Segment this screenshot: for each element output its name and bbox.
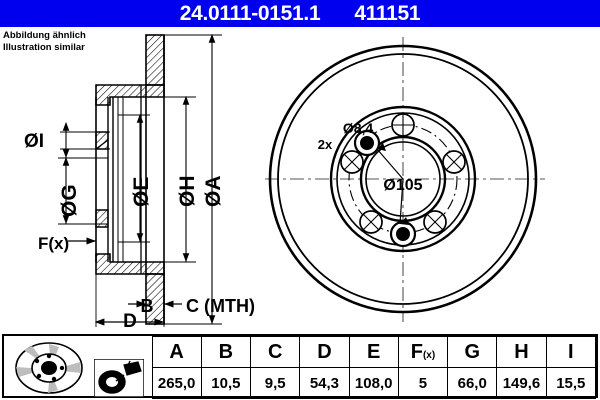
header-bar: 24.0111-0151.1 411151 [0, 0, 600, 27]
illustration-note: Abbildung ähnlich Illustration similar [3, 30, 86, 54]
dimension-G [58, 156, 108, 225]
fx-sub: (x) [422, 349, 436, 361]
bolt-hole [340, 150, 364, 174]
hat-outer-circle [329, 105, 477, 253]
dimension-I [60, 121, 110, 158]
table-value-row: 265,0 10,5 9,5 54,3 108,0 5 66,0 149,6 1… [4, 367, 597, 399]
table-header-I: I [545, 336, 597, 368]
hat-wall-upper [95, 84, 165, 106]
dimension-label-F: F(x) [38, 234, 69, 253]
hat-bore-profile [95, 97, 124, 262]
table-value-A: 265,0 [151, 367, 202, 399]
table-header-A: A [151, 336, 202, 368]
bolt-hole [423, 210, 447, 234]
bore-chamfer [95, 139, 109, 150]
table-header-row: A B C D E F(x) G H I [4, 336, 597, 399]
friction-ring-upper [145, 34, 165, 86]
dimension-label-I: ØI [24, 131, 44, 152]
dimension-label-A: ØA [202, 176, 225, 208]
disc-friction-outer [277, 53, 529, 305]
illustration-note-en: Illustration similar [3, 42, 85, 53]
bolt-holes [340, 113, 466, 234]
dimension-label-B: B [141, 296, 154, 316]
thread-count-label: 2x [318, 137, 333, 152]
table-header-Fx: F(x) [397, 336, 449, 368]
bolt-hole [442, 150, 466, 174]
table-value-B: 10,5 [200, 367, 252, 399]
table-header-H: H [496, 336, 547, 368]
thread-leaders [376, 143, 409, 225]
table-value-C: 9,5 [250, 367, 301, 399]
brake-disc-icon [15, 341, 83, 394]
dimension-label-E: ØE [130, 177, 153, 207]
table-value-H: 149,6 [496, 367, 547, 399]
table-header-G: G [447, 336, 498, 368]
table-value-I: 15,5 [545, 367, 597, 399]
product-icons-cell [4, 336, 153, 399]
table-header-D: D [299, 336, 350, 368]
threaded-hole [353, 129, 381, 157]
dimension-A [164, 33, 222, 325]
face-view: Ø8,4 2x Ø105 [265, 37, 545, 322]
hat-wall-lower [95, 253, 165, 275]
dimension-E [118, 113, 150, 243]
dimension-B [128, 274, 182, 312]
coated-disc-icon [94, 358, 144, 397]
bolt-hole [391, 113, 415, 137]
table-value-G: 66,0 [447, 367, 498, 399]
specification-table: A B C D E F(x) G H I 265,0 10,5 9,5 54,3… [2, 334, 598, 399]
face-centerlines [265, 37, 545, 322]
center-bore-label: Ø105 [383, 177, 422, 194]
table-value-D: 54,3 [299, 367, 350, 399]
reference-number: 411151 [354, 2, 421, 25]
dimension-label-G: ØG [58, 184, 81, 217]
dimension-D [94, 274, 165, 327]
technical-drawing: ØI ØG ØE [0, 27, 600, 332]
disc-outer-edge [268, 44, 538, 314]
fx-base: F [410, 340, 423, 363]
dimension-H [164, 95, 196, 263]
thread-diameter-label: Ø8,4 [343, 120, 374, 136]
table-value-Fx: 5 [397, 367, 449, 399]
table-header-B: B [200, 336, 252, 368]
dimension-label-D: D [123, 311, 137, 332]
dimension-label-H: ØH [176, 176, 199, 208]
cross-section-view: ØI ØG ØE [24, 33, 255, 332]
illustration-note-de: Abbildung ähnlich [3, 30, 86, 41]
threaded-holes [353, 129, 417, 248]
bolt-hole [359, 210, 383, 234]
table-header-E: E [348, 336, 399, 368]
part-number: 24.0111-0151.1 [179, 2, 321, 25]
center-bore-inner [365, 141, 441, 217]
table-header-C: C [250, 336, 301, 368]
hub-pad-upper [95, 131, 109, 150]
dimension-label-C: C (MTH) [186, 296, 255, 316]
table-value-E: 108,0 [348, 367, 399, 399]
threaded-hole [389, 220, 417, 248]
